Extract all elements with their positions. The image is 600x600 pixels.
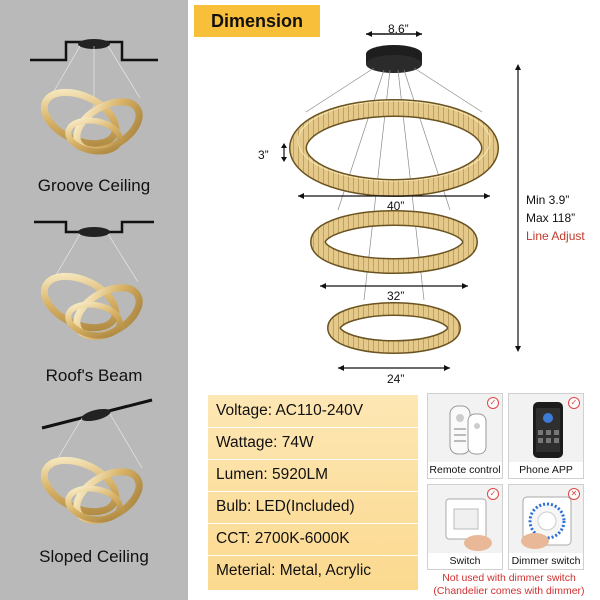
spec-cct: CCT: 2700K-6000K — [216, 530, 350, 547]
switch-card: ✓ Switch — [427, 484, 503, 570]
roof-beam-label: Roof's Beam — [45, 366, 143, 385]
switch-label: Switch — [428, 553, 502, 569]
height-max-label: Max 118” — [526, 211, 576, 225]
dimension-title: Dimension — [194, 5, 320, 37]
spec-divider — [208, 555, 418, 556]
canopy-width-label: 8.6” — [388, 22, 409, 36]
cross-icon: ✕ — [568, 488, 580, 500]
groove-ceiling-label: Groove Ceiling — [37, 176, 151, 195]
dimmer-dial-icon — [521, 496, 572, 549]
dimmer-warning-line1: Not used with dimmer switch — [442, 572, 576, 584]
spec-divider — [208, 427, 418, 428]
check-icon: ✓ — [568, 397, 580, 409]
spec-wattage: Wattage: 74W — [216, 434, 314, 451]
sloped-ceiling-label: Sloped Ceiling — [39, 547, 149, 566]
phone-app-card: ✓ Phone APP — [508, 393, 584, 479]
phone-app-icon — [533, 402, 563, 458]
remote-control-card: ✓ Remote control — [427, 393, 503, 479]
dimmer-switch-card: ✕ Dimmer switch — [508, 484, 584, 570]
ring-medium-label: 32” — [387, 289, 405, 303]
groove-ceiling-illustration — [30, 39, 158, 155]
height-min-label: Min 3.9” — [526, 193, 570, 207]
dimmer-switch-label: Dimmer switch — [509, 553, 583, 569]
check-icon: ✓ — [487, 488, 499, 500]
line-adjust-label: Line Adjust — [526, 229, 585, 243]
spec-bulb: Bulb: LED(Included) — [216, 498, 355, 515]
spec-panel: Voltage: AC110-240V Wattage: 74W Lumen: … — [208, 395, 418, 590]
spec-material: Meterial: Metal, Acrylic — [216, 562, 372, 579]
phone-app-label: Phone APP — [509, 462, 583, 478]
spec-voltage: Voltage: AC110-240V — [216, 402, 364, 419]
ring-large-label: 40” — [387, 199, 405, 213]
chandelier-diagram — [281, 31, 521, 371]
spec-divider — [208, 523, 418, 524]
ring-height-label: 3” — [258, 148, 269, 162]
check-icon: ✓ — [487, 397, 499, 409]
ring-small-label: 24” — [387, 372, 405, 386]
mount-illustrations — [30, 39, 158, 524]
remote-control-label: Remote control — [428, 462, 502, 478]
dimmer-warning-line2: (Chandelier comes with dimmer) — [433, 585, 585, 597]
mount-types-panel: Groove Ceiling Roof's Beam Sloped Ceilin… — [0, 0, 188, 600]
roof-beam-illustration — [34, 220, 154, 340]
spec-lumen: Lumen: 5920LM — [216, 466, 329, 483]
spec-divider — [208, 491, 418, 492]
wall-switch-icon — [445, 498, 492, 551]
sloped-ceiling-illustration — [40, 398, 153, 524]
remote-control-icon — [449, 405, 487, 455]
spec-divider — [208, 459, 418, 460]
